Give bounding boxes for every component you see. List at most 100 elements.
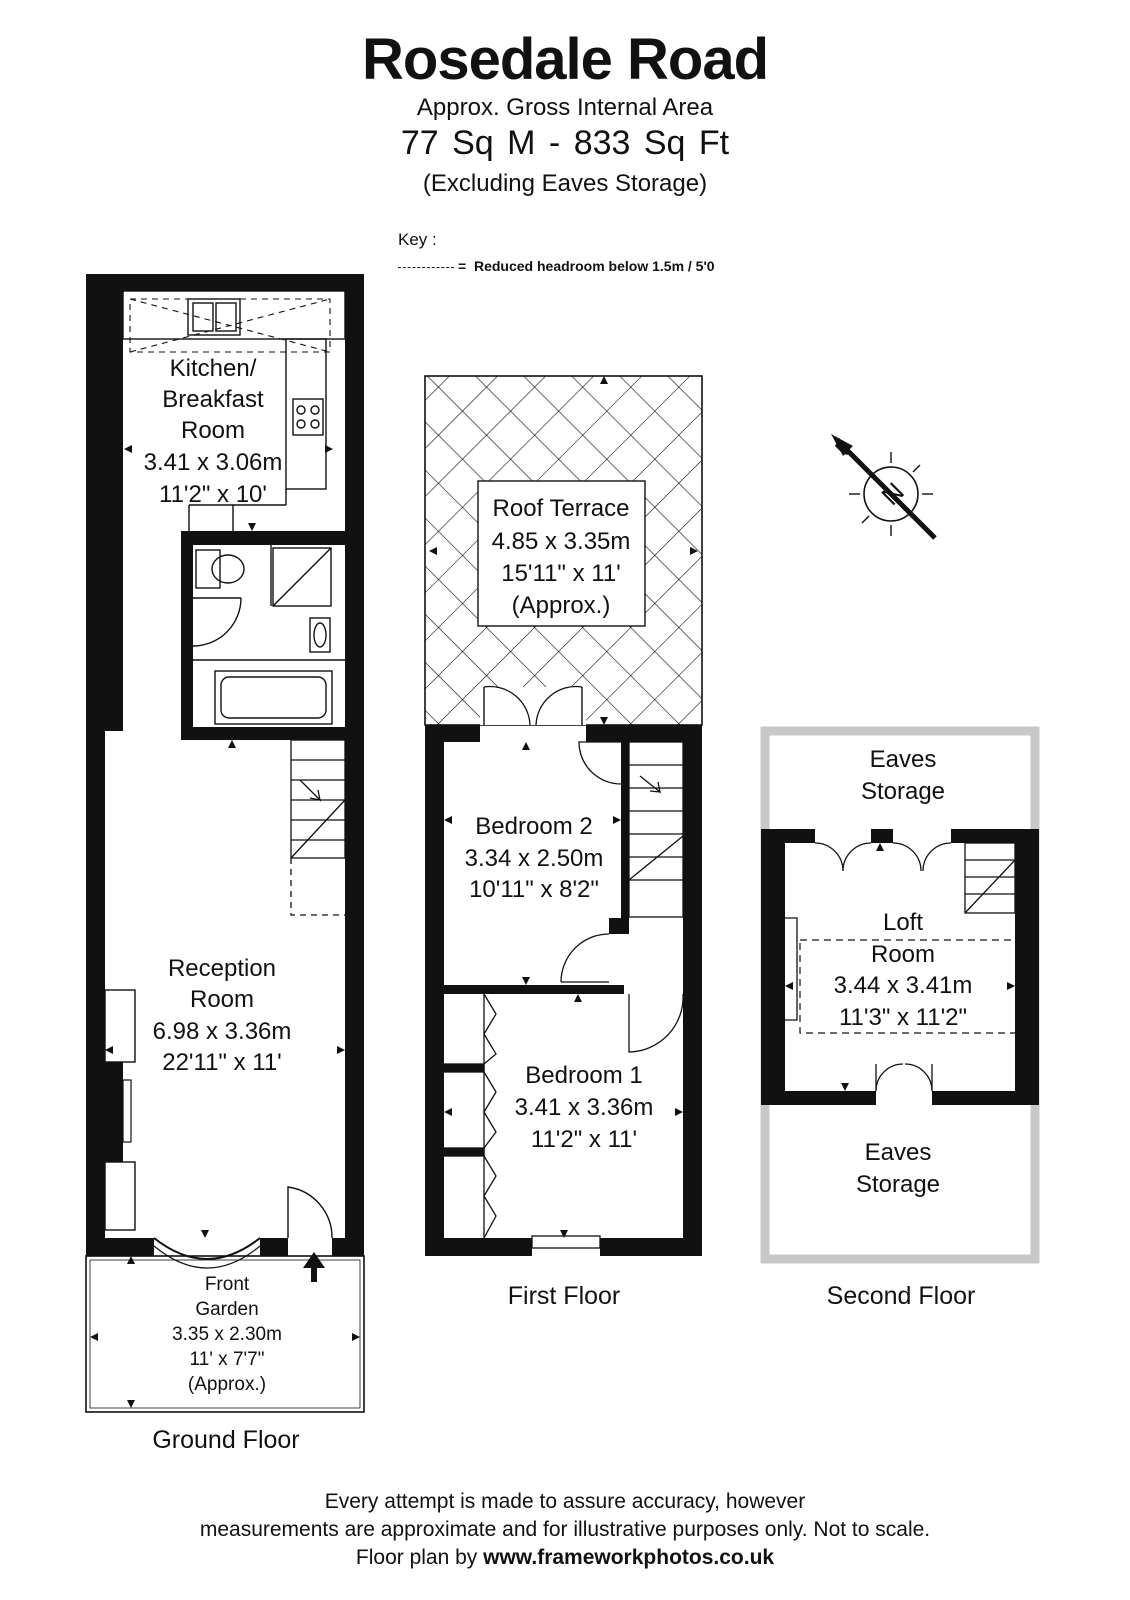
second-floor-plan: Eaves Storage Loft Room 3.44 x 3.41m 11'…: [760, 726, 1040, 1310]
first-bottom-wall-right: [600, 1238, 702, 1256]
bathroom-door-swing: [192, 597, 242, 647]
bathroom-fixtures: [192, 545, 345, 725]
loft-imperial: 11'3" x 11'2": [839, 1004, 967, 1031]
kitchen-imperial: 11'2" x 10': [159, 481, 267, 508]
first-top-wall-right: [586, 725, 702, 742]
bedroom1-window: [531, 1235, 601, 1249]
bedroom2-metric: 3.34 x 2.50m: [465, 845, 604, 872]
chimney-breast: [104, 989, 136, 1231]
loft-metric: 3.44 x 3.41m: [834, 972, 973, 999]
ground-staircase: [290, 739, 346, 916]
terrace-imperial: 15'11" x 11': [501, 560, 621, 587]
ground-top-wall: [86, 274, 364, 291]
ground-right-wall: [345, 274, 364, 1256]
disclaimer-line2: measurements are approximate and for ill…: [199, 1518, 931, 1541]
disclaimer-line1: Every attempt is made to assure accuracy…: [324, 1490, 806, 1513]
credit-prefix: Floor plan by: [355, 1546, 484, 1569]
reception-name-line1: Reception: [168, 955, 276, 982]
loft-left-wall: [761, 829, 785, 1105]
bedroom1-metric: 3.41 x 3.36m: [515, 1094, 654, 1121]
garden-imperial: 11' x 7'7": [190, 1349, 265, 1370]
key-description: Reduced headroom below 1.5m / 5'0: [473, 258, 715, 274]
reception-metric: 6.98 x 3.36m: [153, 1018, 292, 1045]
area-value: 77 Sq M - 833 Sq Ft: [400, 124, 730, 162]
bedroom1-imperial: 11'2" x 11': [531, 1126, 637, 1153]
first-staircase: [628, 741, 684, 918]
toilet-bowl-icon: [211, 554, 245, 584]
loft-right-wall: [1015, 829, 1039, 1105]
front-garden-boundary: [85, 1255, 365, 1413]
eaves-doors: [814, 842, 952, 1092]
credit-link[interactable]: www.frameworkphotos.co.uk: [483, 1546, 775, 1569]
ground-floor-plan: Kitchen/ Breakfast Room 3.41 x 3.06m 11'…: [85, 274, 365, 1454]
reduced-headroom-marking: [129, 298, 331, 353]
landing-door-swing: [578, 741, 622, 785]
reception-imperial: 22'11" x 11': [162, 1049, 282, 1076]
front-door-swing: [287, 1186, 333, 1239]
first-bottom-wall-left: [425, 1238, 532, 1256]
ground-bottom-wall-mid: [260, 1238, 288, 1256]
kitchen-side-worktop: [285, 338, 327, 490]
garden-note: (Approx.): [188, 1374, 266, 1395]
basin-icon: [309, 617, 331, 653]
garden-name-line2: Garden: [195, 1299, 258, 1320]
loft-name-line2: Room: [871, 941, 935, 968]
first-floor-label: First Floor: [508, 1282, 621, 1310]
bedroom2-imperial: 10'11" x 8'2": [469, 876, 599, 903]
area-label: Approx. Gross Internal Area: [416, 94, 714, 121]
ground-floor-label: Ground Floor: [152, 1426, 299, 1454]
loft-staircase: [964, 842, 1016, 914]
bathroom-left-wall: [181, 531, 193, 740]
terrace-french-door: [483, 685, 583, 726]
bathroom-top-wall: [181, 531, 345, 545]
eaves-top-name-line2: Storage: [861, 778, 945, 805]
bedroom2-door-swing: [560, 933, 610, 983]
ground-measure-arrows: [90, 445, 360, 1408]
bay-window: [153, 1237, 261, 1260]
key-legend: = Reduced headroom below 1.5m / 5'0: [398, 258, 715, 274]
plan-title: Rosedale Road: [362, 27, 769, 92]
eaves-bottom-name-line2: Storage: [856, 1171, 940, 1198]
terrace-name: Roof Terrace: [493, 495, 630, 522]
reception-name-line2: Room: [190, 986, 254, 1013]
first-left-wall: [425, 725, 444, 1256]
eaves-top-name-line1: Eaves: [870, 746, 937, 773]
kitchen-name-line2: Breakfast: [162, 386, 264, 413]
kitchen-name-line3: Room: [181, 417, 245, 444]
compass-icon: N: [831, 434, 937, 540]
terrace-metric: 4.85 x 3.35m: [492, 528, 631, 555]
first-floor-plan: Roof Terrace 4.85 x 3.35m 15'11" x 11' (…: [424, 375, 703, 1310]
bedroom1-door-swing: [628, 993, 684, 1053]
eaves-bottom-name-line1: Eaves: [865, 1139, 932, 1166]
bedroom2-name: Bedroom 2: [475, 813, 592, 840]
bathroom-bottom-wall: [181, 727, 345, 740]
garden-metric: 3.35 x 2.30m: [172, 1324, 282, 1345]
loft-name-line1: Loft: [883, 909, 923, 936]
second-floor-label: Second Floor: [827, 1282, 976, 1310]
second-measure-arrows: [785, 843, 1015, 1091]
credit-line: Floor plan by www.frameworkphotos.co.uk: [0, 1546, 1130, 1570]
bedroom1-wardrobes: [443, 993, 497, 1239]
key-label: Key :: [398, 230, 437, 249]
loft-reduced-headroom: [799, 939, 1019, 1034]
entrance-arrow-icon: [303, 1252, 325, 1282]
key-symbol: =: [458, 258, 467, 274]
toilet-cistern-icon: [195, 549, 221, 589]
roof-terrace-label-box: [477, 480, 646, 627]
area-note: (Excluding Eaves Storage): [422, 170, 708, 197]
bathtub-icon: [214, 670, 333, 725]
kitchen-name-line1: Kitchen/: [170, 355, 257, 382]
ground-bottom-wall-left: [86, 1238, 154, 1256]
first-measure-arrows: [429, 376, 698, 1238]
kitchen-metric: 3.41 x 3.06m: [144, 449, 283, 476]
kitchen-fixtures: [122, 290, 346, 531]
terrace-note: (Approx.): [512, 592, 611, 619]
sink-icon: [187, 298, 241, 336]
shower-tray-icon: [272, 547, 332, 607]
dashed-line-icon: [398, 266, 454, 268]
ground-bottom-wall-right: [332, 1238, 364, 1256]
kitchen-left-wall: [105, 291, 123, 731]
kitchen-worktop: [122, 290, 346, 340]
first-right-wall: [683, 725, 702, 1256]
